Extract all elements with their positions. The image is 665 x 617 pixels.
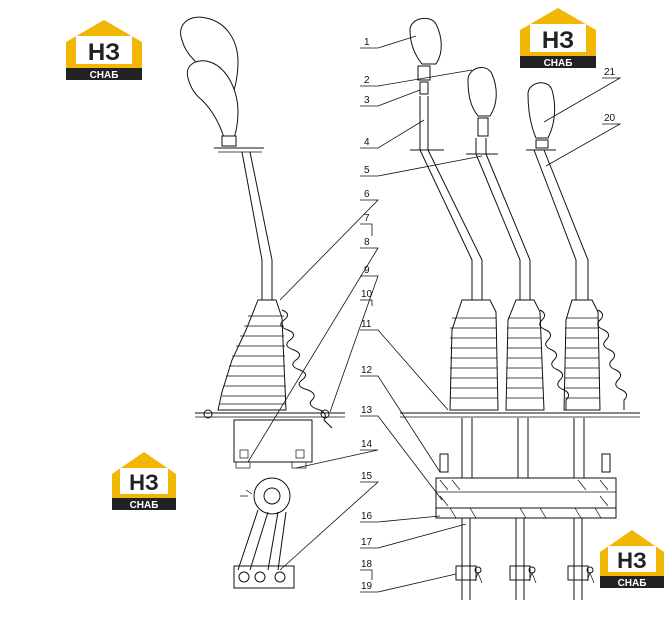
callout-2: 2 xyxy=(364,75,370,86)
knob-right-1 xyxy=(409,17,442,65)
logo-mark: НЗ xyxy=(88,39,120,66)
knob-right-3 xyxy=(527,82,556,139)
callout-leaders xyxy=(247,35,622,593)
knob-collar xyxy=(221,135,237,147)
callout-10: 10 xyxy=(361,289,373,300)
callout-7: 7 xyxy=(364,213,370,224)
logo-mark: НЗ xyxy=(617,548,647,573)
callout-18: 18 xyxy=(361,559,373,570)
left-return-spring xyxy=(280,309,333,429)
right-sectional-view xyxy=(400,17,640,600)
left-rubber-boot xyxy=(217,299,287,411)
logo-caption: СНАБ xyxy=(130,500,159,511)
callout-12: 12 xyxy=(361,365,373,376)
shaft-2 xyxy=(475,138,531,300)
callout-4: 4 xyxy=(364,137,370,148)
logo-caption: СНАБ xyxy=(544,58,573,69)
callout-16: 16 xyxy=(361,511,373,522)
shaft-1 xyxy=(419,96,483,300)
knob-right-2 xyxy=(467,66,497,117)
logo-mid-left: НЗ СНАБ xyxy=(112,452,176,511)
callout-20: 20 xyxy=(604,113,616,124)
callout-14: 14 xyxy=(361,439,373,450)
logo-caption: СНАБ xyxy=(90,70,119,81)
callout-6: 6 xyxy=(364,189,370,200)
callout-8: 8 xyxy=(364,237,370,248)
knob-front xyxy=(186,60,239,139)
logo-mark: НЗ xyxy=(542,27,574,54)
shaft-3 xyxy=(533,149,589,300)
left-shaft-a xyxy=(241,151,263,300)
spring-2 xyxy=(539,309,570,410)
logo-bottom-right: НЗ СНАБ xyxy=(600,530,664,589)
clevis-3 xyxy=(567,565,589,581)
callout-11: 11 xyxy=(361,319,372,330)
logo-top-right: НЗ СНАБ xyxy=(520,8,596,69)
callout-15: 15 xyxy=(361,471,373,482)
left-housing xyxy=(233,419,313,463)
right-housing-block xyxy=(435,477,617,509)
callout-21: 21 xyxy=(604,67,616,78)
logo-caption: СНАБ xyxy=(618,578,647,589)
right-bottom-plate xyxy=(435,507,617,519)
clevis-1 xyxy=(455,565,477,581)
left-shaft-b xyxy=(249,151,273,300)
boot-1 xyxy=(449,299,499,411)
callout-13: 13 xyxy=(361,405,373,416)
callout-19: 19 xyxy=(361,581,373,592)
left-side-view xyxy=(180,16,345,589)
boot-3 xyxy=(563,299,601,411)
clevis-2 xyxy=(509,565,531,581)
callout-5: 5 xyxy=(364,165,370,176)
boot-2 xyxy=(505,299,545,411)
callout-9: 9 xyxy=(364,265,370,276)
callout-3: 3 xyxy=(364,95,370,106)
callout-17: 17 xyxy=(361,537,373,548)
callout-1: 1 xyxy=(364,37,370,48)
left-pivot-ring xyxy=(253,477,291,515)
callout-labels: 1 2 3 4 5 6 7 8 9 10 11 12 13 14 15 16 1… xyxy=(361,37,616,592)
spring-3 xyxy=(597,309,628,410)
left-bottom-clevis xyxy=(233,565,295,589)
logo-top-left: НЗ СНАБ xyxy=(66,20,142,81)
left-lower-link xyxy=(237,509,269,571)
logo-mark: НЗ xyxy=(129,470,159,495)
